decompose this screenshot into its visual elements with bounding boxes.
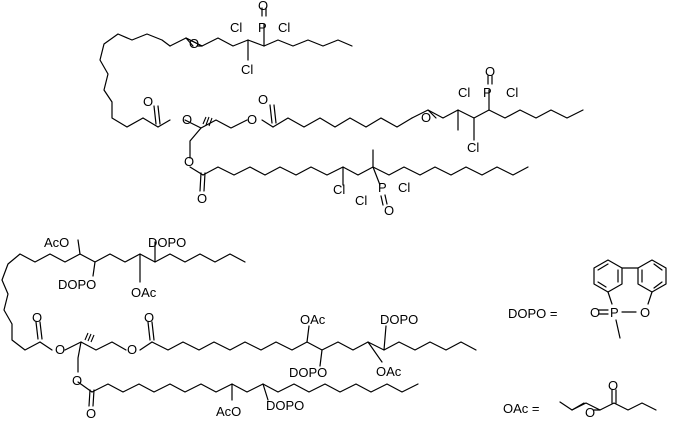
bottom-molecule: O O O O O O AcO DOPO DOPO OAc OAc DOPO D… <box>1 235 477 421</box>
dopo-o-ring: O <box>640 305 650 320</box>
atom-o-ester-left-b: O <box>55 342 65 357</box>
substituent-dopo-1: DOPO <box>148 235 186 250</box>
substituent-aco-1: AcO <box>44 235 69 250</box>
atom-o-carbonyl-left: O <box>143 94 153 109</box>
atom-o-phosphoryl-bottom: O <box>384 203 394 218</box>
substituent-aco-2: AcO <box>216 404 241 419</box>
atom-cl-right-chain: Cl <box>467 140 479 155</box>
substituent-oac-2: OAc <box>300 312 326 327</box>
dopo-benzene-left <box>593 259 623 293</box>
atom-cl-bottom-2: Cl <box>398 180 410 195</box>
atom-o-ester-left: O <box>182 112 192 127</box>
substituent-oac-1: OAc <box>131 285 157 300</box>
atom-o-epoxide-left: O <box>189 36 199 51</box>
glycerol-backbone-bottom <box>64 332 127 373</box>
atom-cl-right-1: Cl <box>458 85 470 100</box>
oac-equals-label: OAc = <box>503 401 540 416</box>
ester-middle <box>261 89 584 141</box>
atom-cl-top-1: Cl <box>230 20 242 35</box>
atom-cl-right-2: Cl <box>506 85 518 100</box>
atom-o-phosphoryl-top: O <box>258 0 268 13</box>
bottom-ester-middle <box>139 321 477 367</box>
atom-o-ester-middle: O <box>247 112 257 127</box>
substituent-oac-3: OAc <box>376 364 402 379</box>
atom-o-carbonyl-left-b: O <box>32 310 42 325</box>
dopo-p-atom: P <box>610 305 619 320</box>
dopo-benzene-right <box>637 259 667 293</box>
atom-cl-top-chain: Cl <box>241 62 253 77</box>
atom-o-phosphoryl-right: O <box>485 64 495 79</box>
substituent-dopo-3: DOPO <box>380 312 418 327</box>
atom-o-ester-bottom-b: O <box>72 373 82 388</box>
atom-o-ester-middle-b: O <box>127 342 137 357</box>
atom-o-carbonyl-bottom-b: O <box>86 406 96 421</box>
atom-cl-bottom-chain: Cl <box>333 182 345 197</box>
atom-cl-bottom-1: Cl <box>355 193 367 208</box>
atom-p-right: P <box>483 85 492 100</box>
top-atom-labels: O O O O O O O O P O Cl Cl Cl P O Cl Cl C… <box>143 0 518 218</box>
substituent-dopo-2: DOPO <box>58 277 96 292</box>
bottom-ester-bottom <box>77 381 419 407</box>
atom-cl-top-2: Cl <box>278 20 290 35</box>
dopo-o-phosphoryl: O <box>590 305 600 320</box>
ester-left <box>99 29 353 128</box>
dopo-legend: DOPO = P O O <box>508 259 667 339</box>
atom-o-carbonyl-middle: O <box>258 92 268 107</box>
atom-o-carbonyl-bottom: O <box>197 191 207 206</box>
bottom-ester-left <box>1 239 246 351</box>
ester-bottom <box>189 149 529 192</box>
oac-legend: OAc = O O <box>503 378 657 420</box>
atom-p-top: P <box>258 20 267 35</box>
atom-p-bottom: P <box>378 180 387 195</box>
substituent-dopo-5: DOPO <box>266 398 304 413</box>
top-molecule: O O O O O O O O P O Cl Cl Cl P O Cl Cl C… <box>99 0 584 218</box>
atom-o-ester-bottom: O <box>184 154 194 169</box>
substituent-dopo-4: DOPO <box>289 365 327 380</box>
bottom-atom-labels: O O O O O O AcO DOPO DOPO OAc OAc DOPO D… <box>32 235 418 421</box>
atom-o-epoxide-middle: O <box>421 110 431 125</box>
dopo-equals-label: DOPO = <box>508 306 558 321</box>
oac-o-ester: O <box>585 405 595 420</box>
glycerol-backbone <box>184 116 248 159</box>
atom-o-carbonyl-middle-b: O <box>144 310 154 325</box>
oac-o-carbonyl: O <box>608 378 618 393</box>
